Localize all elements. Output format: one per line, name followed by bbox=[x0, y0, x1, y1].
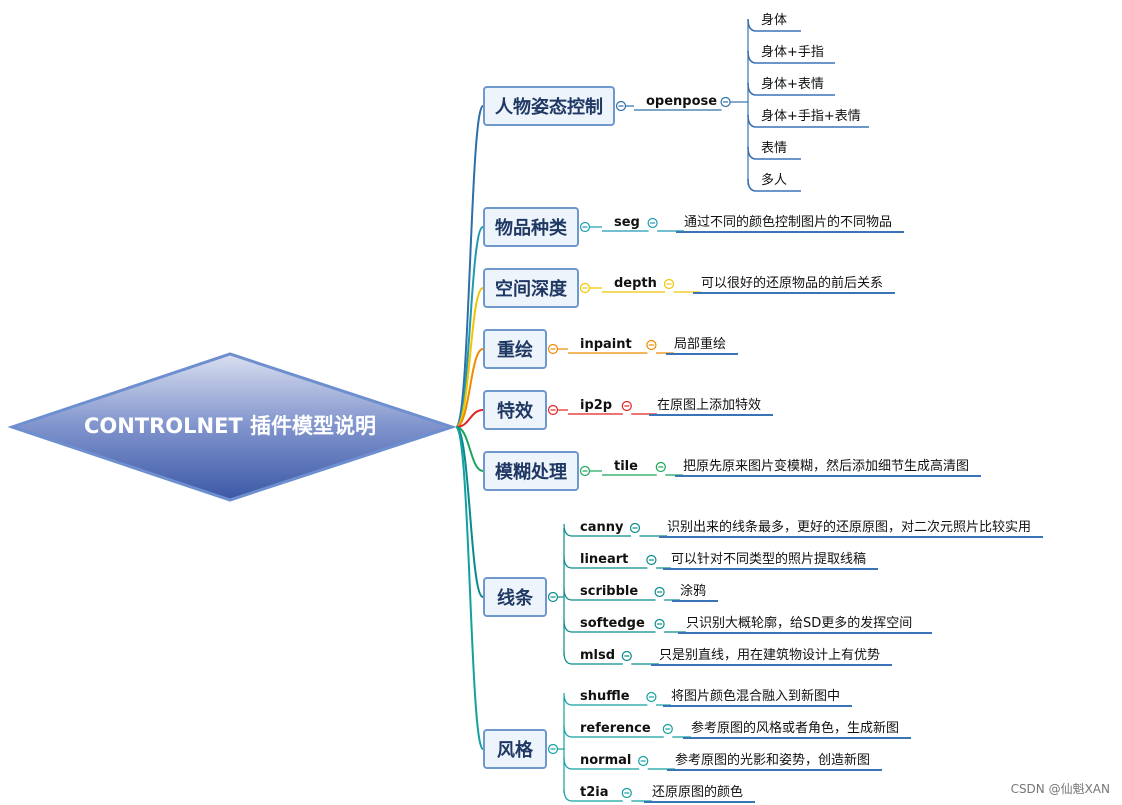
category-box[interactable]: 人物姿态控制 bbox=[483, 86, 615, 126]
category-box[interactable]: 重绘 bbox=[483, 329, 547, 369]
branch-lines bbox=[455, 105, 484, 750]
model-name: tile bbox=[614, 459, 638, 474]
root-diamond bbox=[7, 352, 457, 502]
pose-option: 身体+表情 bbox=[761, 77, 824, 92]
model-name: normal bbox=[580, 753, 632, 768]
model-description: 可以针对不同类型的照片提取线稿 bbox=[671, 552, 867, 567]
model-description: 还原原图的颜色 bbox=[652, 785, 744, 800]
pose-option: 表情 bbox=[761, 141, 788, 156]
model-name: depth bbox=[614, 276, 657, 291]
leaf-underline bbox=[747, 114, 869, 128]
branch-line bbox=[455, 426, 484, 598]
pose-option: 身体 bbox=[761, 13, 788, 28]
leaf-underline bbox=[747, 50, 835, 64]
category-box[interactable]: 模糊处理 bbox=[483, 451, 579, 491]
connector-line bbox=[563, 587, 656, 601]
model-name: scribble bbox=[580, 584, 639, 599]
branch-line bbox=[455, 426, 484, 750]
category-box[interactable]: 线条 bbox=[483, 577, 547, 617]
category-box[interactable]: 特效 bbox=[483, 390, 547, 430]
connector-line bbox=[563, 651, 623, 665]
connector-line bbox=[563, 724, 664, 738]
pose-option: 多人 bbox=[761, 173, 788, 188]
connector-line bbox=[563, 555, 648, 569]
model-description: 局部重绘 bbox=[674, 337, 727, 352]
connector-line bbox=[563, 756, 640, 770]
model-description: 把原先原来图片变模糊，然后添加细节生成高清图 bbox=[683, 459, 970, 474]
connector-line bbox=[563, 692, 648, 706]
leaf-underline bbox=[747, 146, 801, 160]
connector-line bbox=[563, 523, 631, 537]
category-box[interactable]: 风格 bbox=[483, 729, 547, 769]
category-box[interactable]: 空间深度 bbox=[483, 268, 579, 308]
model-description: 在原图上添加特效 bbox=[657, 398, 762, 413]
model-name: mlsd bbox=[580, 648, 616, 663]
category-box[interactable]: 物品种类 bbox=[483, 207, 579, 247]
branch-line bbox=[455, 348, 484, 428]
model-name: lineart bbox=[580, 552, 629, 567]
root-title: CONTROLNET 插件模型说明 bbox=[83, 414, 377, 438]
model-name: t2ia bbox=[580, 785, 609, 800]
model-description: 可以很好的还原物品的前后关系 bbox=[701, 276, 884, 291]
model-description: 将图片颜色混合融入到新图中 bbox=[671, 689, 841, 704]
branch-line bbox=[455, 287, 484, 428]
model-name: openpose bbox=[646, 94, 718, 109]
model-description: 通过不同的颜色控制图片的不同物品 bbox=[684, 215, 893, 230]
branch-line bbox=[455, 409, 484, 428]
leaf-underline bbox=[747, 178, 801, 192]
connector-line bbox=[563, 619, 656, 633]
pose-option: 身体+手指 bbox=[761, 45, 824, 60]
model-description: 涂鸦 bbox=[680, 584, 707, 599]
node-lines bbox=[547, 18, 1043, 803]
leaf-underline bbox=[747, 18, 801, 32]
model-name: ip2p bbox=[580, 398, 613, 413]
model-description: 只是别直线，用在建筑物设计上有优势 bbox=[659, 648, 881, 663]
model-description: 参考原图的风格或者角色，生成新图 bbox=[691, 721, 900, 736]
model-name: inpaint bbox=[580, 337, 632, 352]
branch-line bbox=[455, 105, 484, 428]
watermark: CSDN @仙魁XAN bbox=[1010, 782, 1110, 796]
connector-line bbox=[563, 788, 623, 802]
pose-option: 身体+手指+表情 bbox=[761, 109, 861, 124]
model-name: softedge bbox=[580, 616, 645, 631]
leaf-underline bbox=[747, 82, 835, 96]
model-description: 参考原图的光影和姿势，创造新图 bbox=[675, 753, 871, 768]
branch-line bbox=[455, 426, 484, 472]
model-description: 识别出来的线条最多，更好的还原原图，对二次元照片比较实用 bbox=[667, 520, 1032, 535]
model-description: 只识别大概轮廓，给SD更多的发挥空间 bbox=[686, 616, 913, 631]
model-name: canny bbox=[580, 520, 624, 535]
model-name: shuffle bbox=[580, 689, 630, 704]
model-name: seg bbox=[614, 215, 640, 230]
model-name: reference bbox=[580, 721, 651, 736]
